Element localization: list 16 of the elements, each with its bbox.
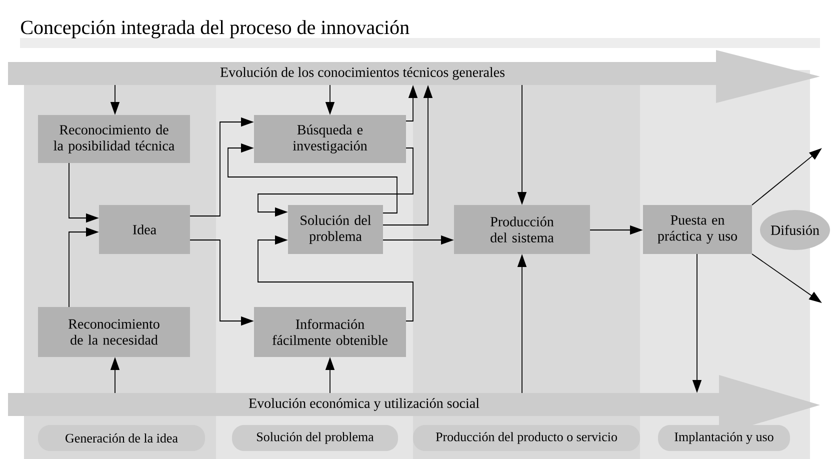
process-box: Idea [99,205,190,254]
phase-pill: Producción del producto o servicio [413,425,640,451]
arrow [258,235,414,322]
process-box: Solución del problema [288,205,383,254]
phase-pill: Solución del problema [232,425,398,451]
process-box: Puesta en práctica y uso [643,205,752,254]
title: Concepción integrada del proceso de innovación [21,20,410,38]
process-box: Reconocimiento de la posibilidad técnica [38,115,190,163]
process-box: Producción del sistema [454,205,590,254]
process-box: Información fácilmente obtenible [254,307,406,357]
process-box: Búsqueda e investigación [254,115,406,163]
arrow [228,143,398,214]
oval-label: Difusión [760,210,830,250]
phase-pill: Implantación y uso [658,425,790,451]
phase-pill: Generación de la idea [38,425,205,451]
process-box: Reconocimiento de la necesidad [38,307,190,357]
